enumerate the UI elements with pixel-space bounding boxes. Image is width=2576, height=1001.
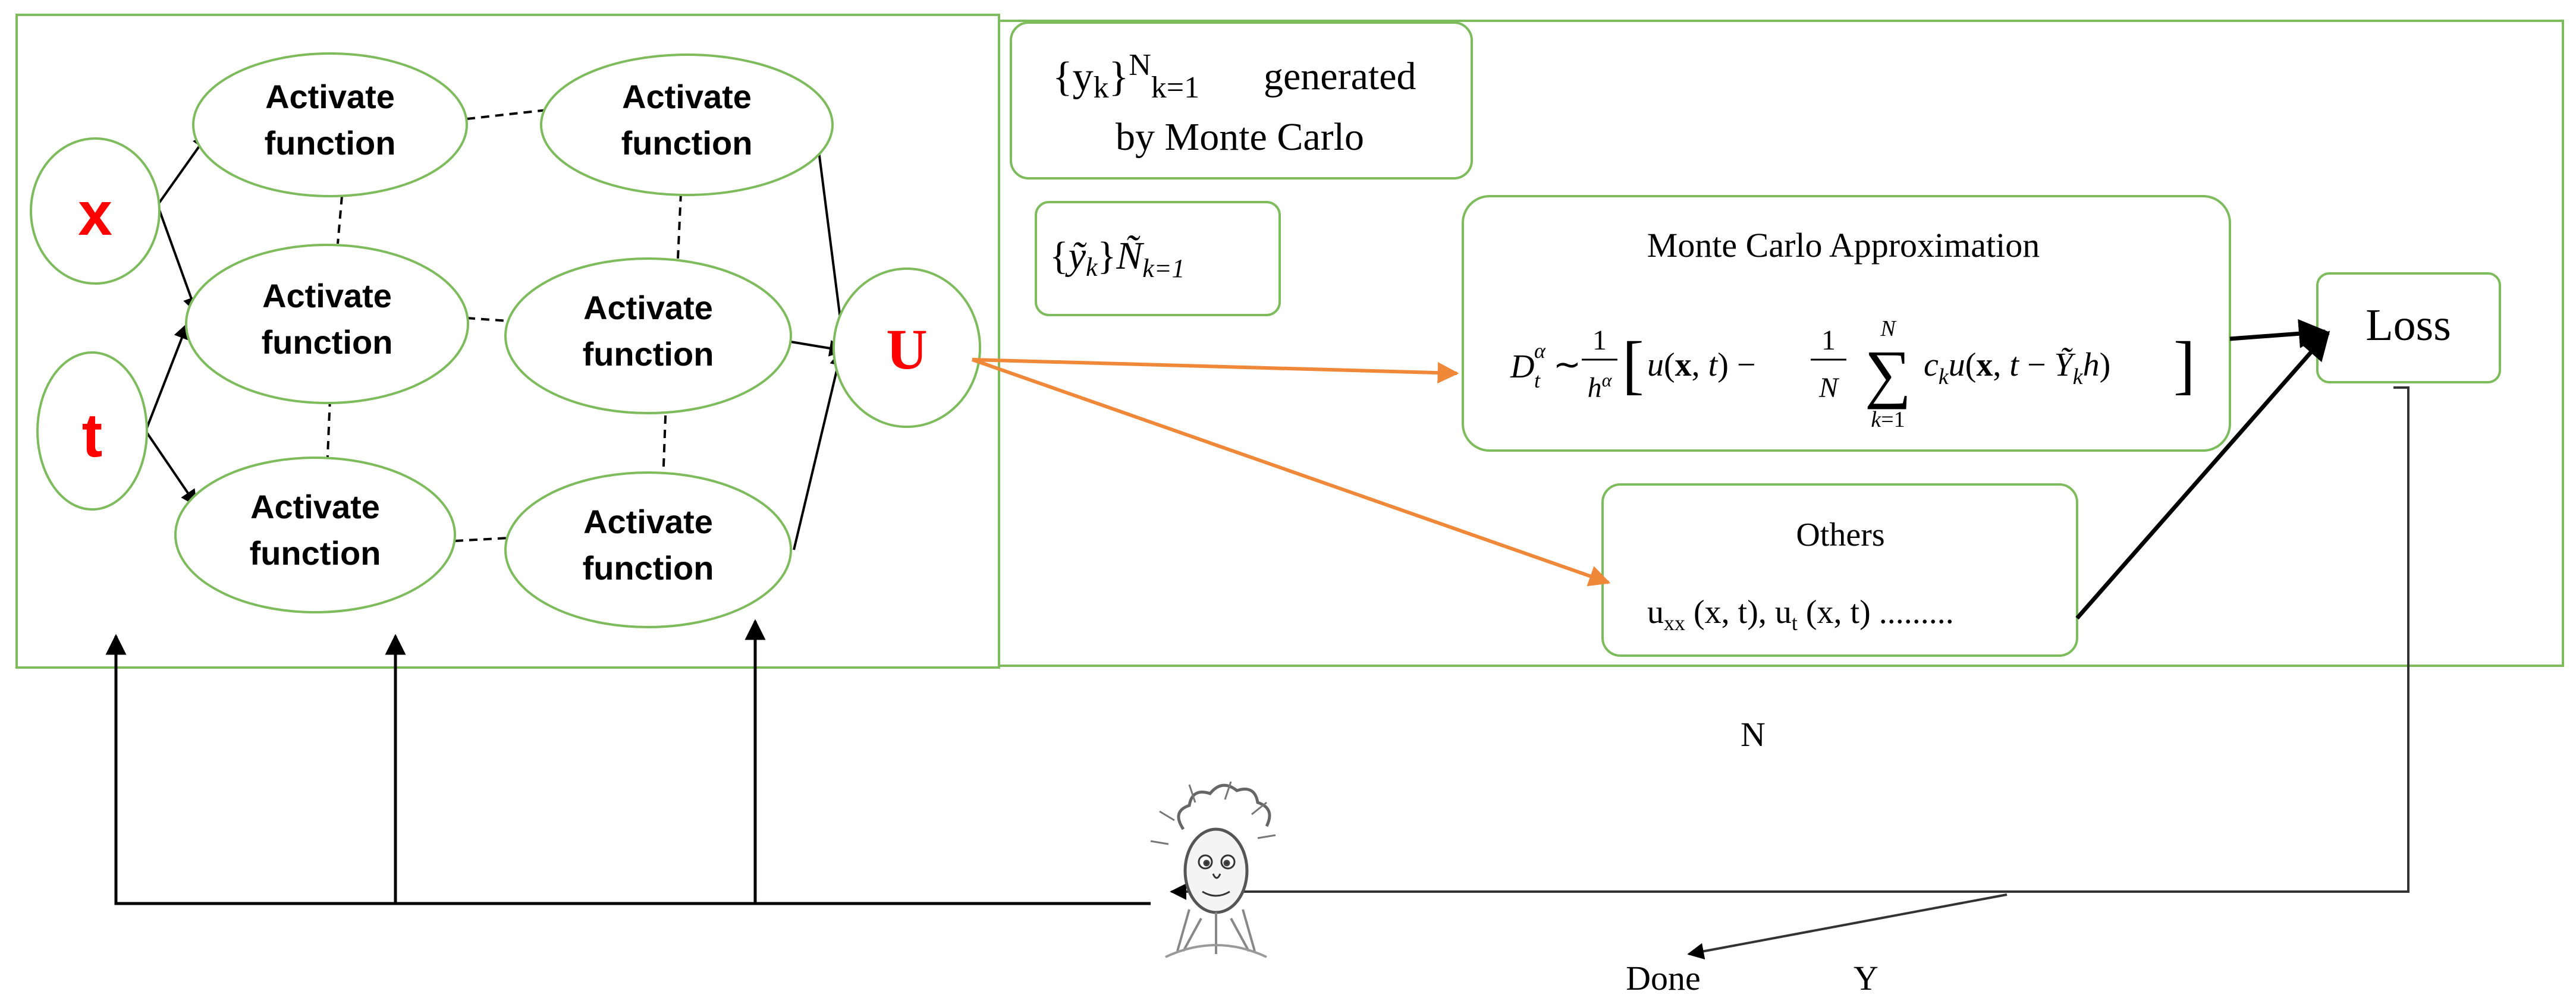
svg-text:1: 1 — [1592, 325, 1607, 356]
svg-text:D: D — [1510, 348, 1534, 385]
svg-text:N: N — [1818, 372, 1840, 404]
fractional-derivative-formula: D α t ∼ 1 hα [ u(x, t) − 1 N N ∑ k=1 cku… — [1510, 316, 2195, 432]
svg-text:function: function — [621, 124, 753, 162]
neuron: Activate function — [185, 244, 469, 404]
neuron: Activate function — [540, 53, 834, 196]
decision-no-label: N — [1741, 715, 1765, 754]
decision-yes-label: Y — [1854, 959, 1878, 997]
loss-box: Loss — [2316, 272, 2501, 383]
input-node-x: x — [30, 137, 161, 285]
orange-arrows — [972, 358, 1611, 587]
tilde-samples-box: {ỹk}Ñk=1 — [1035, 201, 1281, 316]
loss-arrows — [2075, 319, 2330, 620]
neuron: Activate function — [504, 471, 792, 628]
svg-text:1: 1 — [1821, 325, 1836, 356]
others-formula: uxx (x, t), ut (x, t) ......... — [1647, 594, 1954, 635]
thinker-icon — [1150, 781, 1276, 958]
svg-text:function: function — [265, 124, 396, 162]
svg-text:]: ] — [2173, 328, 2195, 401]
input-t-label: t — [82, 401, 103, 470]
svg-text:t: t — [1534, 369, 1541, 392]
others-box: Others uxx (x, t), ut (x, t) ......... — [1601, 483, 2078, 657]
samples-line1: generated — [1264, 55, 1416, 98]
svg-text:{ỹk}Ñk=1: {ỹk}Ñk=1 — [1050, 234, 1185, 283]
svg-text:function: function — [250, 534, 381, 572]
svg-text:u(x, t) −: u(x, t) − — [1647, 347, 1755, 383]
samples-line2: by Monte Carlo — [1116, 115, 1364, 159]
input-x-label: x — [78, 180, 112, 248]
svg-text:Activate: Activate — [262, 277, 392, 314]
neuron: Activate function — [192, 52, 468, 197]
svg-text:Activate: Activate — [622, 78, 752, 115]
svg-text:k=1: k=1 — [1871, 407, 1905, 432]
decision-done-label: Done — [1626, 959, 1701, 997]
svg-text:function: function — [583, 335, 714, 373]
others-title: Others — [1796, 517, 1884, 553]
svg-text:α: α — [1534, 339, 1546, 363]
samples-box: {yk}Nk=1 generated by Monte Carlo — [1010, 21, 1473, 180]
input-node-t: t — [36, 351, 148, 511]
svg-text:Activate: Activate — [265, 78, 395, 115]
svg-text:Activate: Activate — [250, 488, 380, 525]
svg-text:cku(x, t − Ỹkh): cku(x, t − Ỹkh) — [1924, 347, 2110, 389]
neuron: Activate function — [504, 257, 792, 414]
svg-text:Activate: Activate — [583, 503, 713, 540]
output-u-label: U — [886, 317, 927, 381]
monte-carlo-box: Monte Carlo Approximation D α t ∼ 1 hα [… — [1462, 195, 2231, 452]
output-node-u: U — [833, 267, 981, 428]
svg-text:[: [ — [1622, 328, 1644, 401]
svg-text:Activate: Activate — [583, 289, 713, 326]
feedback-loop — [1170, 386, 2409, 960]
svg-text:∑: ∑ — [1865, 337, 1911, 410]
network-panel-frame — [15, 14, 1000, 669]
loss-label: Loss — [2365, 300, 2451, 350]
monte-carlo-title: Monte Carlo Approximation — [1647, 226, 2040, 265]
svg-text:∼: ∼ — [1553, 347, 1581, 383]
svg-text:function: function — [583, 549, 714, 587]
svg-text:N: N — [1880, 316, 1897, 341]
neuron: Activate function — [174, 457, 456, 613]
back-propagation-arrows — [105, 619, 1151, 905]
svg-text:function: function — [262, 323, 393, 361]
